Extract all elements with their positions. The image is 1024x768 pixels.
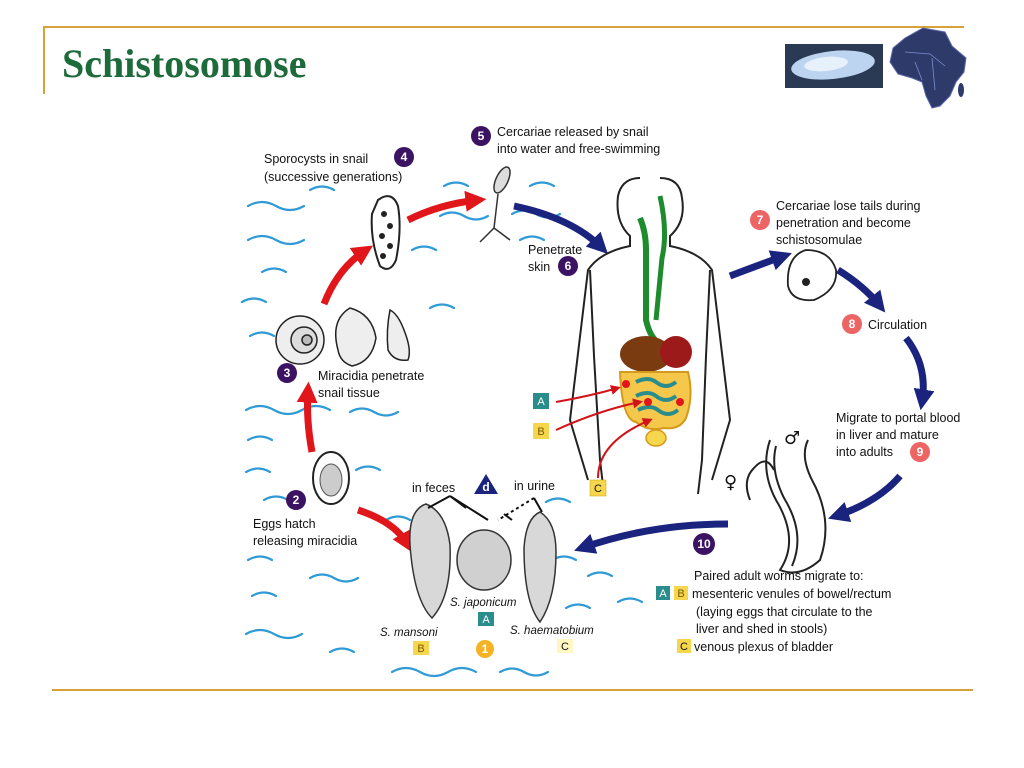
- left-accent-line: [43, 26, 45, 94]
- water-waves: [240, 181, 644, 678]
- svg-text:9: 9: [917, 445, 924, 459]
- box-b-mansoni: B: [413, 641, 429, 655]
- step-10: 10 Paired adult worms migrate to: A B me…: [656, 533, 891, 654]
- top-accent-line: [43, 26, 964, 28]
- svg-text:releasing miracidia: releasing miracidia: [253, 534, 357, 548]
- svg-text:10: 10: [697, 537, 711, 551]
- svg-text:skin: skin: [528, 260, 550, 274]
- svg-text:Cercariae released by snail: Cercariae released by snail: [497, 125, 648, 139]
- cercaria-illustration: [479, 166, 511, 243]
- step-6: Penetrate skin 6: [528, 243, 582, 276]
- stage-d-marker: d: [474, 474, 498, 494]
- arrow-b-to-intestine: [555, 398, 643, 431]
- step-7: 7 Cercariae lose tails during penetratio…: [750, 199, 921, 247]
- arrow-4-to-5: [406, 190, 487, 224]
- svg-text:C: C: [680, 641, 688, 653]
- female-symbol: ♀: [724, 472, 737, 493]
- svg-text:Circulation: Circulation: [868, 318, 927, 332]
- bottom-accent-line: [52, 689, 973, 691]
- box-c-haematobium: C: [557, 639, 573, 653]
- box-a-intestine: A: [533, 393, 549, 409]
- svg-text:d: d: [482, 480, 489, 494]
- trematode-photo: [785, 44, 883, 88]
- svg-text:Migrate to portal blood: Migrate to portal blood: [836, 411, 960, 425]
- label-s-mansoni: S. mansoni: [380, 627, 438, 639]
- svg-text:2: 2: [293, 493, 300, 507]
- slide-title: Schistosomose: [62, 41, 307, 86]
- svg-text:mesenteric venules of bowel/re: mesenteric venules of bowel/rectum: [692, 587, 891, 601]
- svg-text:liver and shed in stools): liver and shed in stools): [696, 622, 827, 636]
- svg-text:in liver and mature: in liver and mature: [836, 428, 939, 442]
- box-a-japonicum: A: [478, 612, 494, 626]
- arrow-to-7: [728, 250, 792, 280]
- svg-text:A: A: [659, 588, 667, 600]
- svg-text:into adults: into adults: [836, 445, 893, 459]
- africa-map-icon: [889, 27, 967, 109]
- svg-text:5: 5: [478, 129, 485, 143]
- step-9: Migrate to portal blood in liver and mat…: [836, 411, 960, 462]
- svg-text:3: 3: [284, 366, 291, 380]
- svg-text:Cercariae lose tails during: Cercariae lose tails during: [776, 199, 921, 213]
- svg-text:into water and free-swimming: into water and free-swimming: [497, 142, 660, 156]
- adult-worms-pair: [745, 439, 827, 574]
- step-4: Sporocysts in snail 4 (successive genera…: [264, 147, 414, 184]
- svg-text:A: A: [482, 614, 490, 626]
- arrow-5-to-6: [513, 202, 608, 254]
- svg-text:Paired adult worms migrate to:: Paired adult worms migrate to:: [694, 569, 864, 583]
- svg-text:7: 7: [757, 213, 764, 227]
- arrow-2-to-3: [296, 381, 318, 453]
- arrow-a-to-intestine: [555, 385, 621, 403]
- step-8: 8 Circulation: [842, 314, 927, 334]
- svg-text:8: 8: [849, 317, 856, 331]
- svg-text:C: C: [594, 483, 602, 495]
- svg-text:B: B: [417, 643, 424, 655]
- label-in-feces: in feces: [412, 481, 455, 495]
- excretion-lines: [427, 495, 543, 521]
- step-2: 2 Eggs hatch releasing miracidia: [253, 490, 357, 548]
- schistosome-eggs: [409, 503, 557, 624]
- arrow-3-to-4: [320, 245, 374, 306]
- step-3: 3 Miracidia penetrate snail tissue: [277, 363, 424, 400]
- label-in-urine: in urine: [514, 479, 555, 493]
- svg-text:(successive generations): (successive generations): [264, 170, 402, 184]
- human-body-outline: [568, 177, 732, 495]
- male-symbol: ♂: [784, 428, 800, 449]
- digestive-tract: [618, 195, 692, 447]
- svg-text:B: B: [537, 426, 544, 438]
- schistosomulum-illustration: [786, 249, 837, 302]
- svg-text:(laying eggs that circulate to: (laying eggs that circulate to the: [696, 605, 873, 619]
- svg-text:C: C: [561, 641, 569, 653]
- label-s-japonicum: S. japonicum: [450, 597, 517, 609]
- svg-text:snail tissue: snail tissue: [318, 386, 380, 400]
- svg-text:Sporocysts in snail: Sporocysts in snail: [264, 152, 368, 166]
- arrow-10-to-eggs: [574, 520, 729, 554]
- arrow-9-to-10: [828, 473, 903, 522]
- svg-text:schistosomulae: schistosomulae: [776, 233, 862, 247]
- box-b-intestine: B: [533, 423, 549, 439]
- label-s-haematobium: S. haematobium: [510, 625, 594, 637]
- step-5: 5 Cercariae released by snail into water…: [471, 125, 660, 156]
- svg-text:6: 6: [565, 259, 572, 273]
- svg-text:B: B: [677, 588, 684, 600]
- step-1: 1: [476, 640, 494, 658]
- svg-text:1: 1: [482, 642, 489, 656]
- arrow-8-to-9: [903, 335, 935, 411]
- svg-text:A: A: [537, 396, 545, 408]
- svg-text:venous plexus of bladder: venous plexus of bladder: [694, 640, 833, 654]
- svg-text:penetration and become: penetration and become: [776, 216, 911, 230]
- arrow-c-to-bladder: [597, 418, 653, 479]
- miracidium-egg: [312, 451, 350, 505]
- arrow-1-to-2: [356, 506, 413, 553]
- box-c-bladder: C: [589, 479, 607, 497]
- svg-text:Penetrate: Penetrate: [528, 243, 582, 257]
- svg-text:Eggs hatch: Eggs hatch: [253, 517, 316, 531]
- svg-text:Miracidia penetrate: Miracidia penetrate: [318, 369, 424, 383]
- snail-illustrations: [275, 307, 411, 367]
- sporocyst-illustration: [370, 195, 401, 270]
- svg-text:4: 4: [401, 150, 408, 164]
- arrow-7-to-8: [836, 267, 886, 313]
